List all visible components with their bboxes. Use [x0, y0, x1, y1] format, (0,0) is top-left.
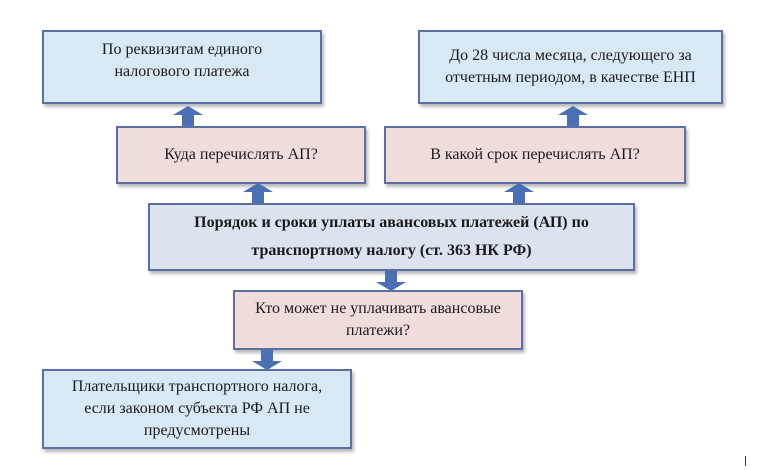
arrow-down-to-who-answer	[252, 350, 282, 370]
question-who-box: Кто может не уплачивать авансовые платеж…	[233, 290, 523, 350]
center-title-text: Порядок и сроки уплаты авансовых платеже…	[194, 214, 589, 259]
answer-where-box: По реквизитам единого налогового платежа	[42, 30, 322, 104]
question-where-text: Куда перечислять АП?	[164, 146, 318, 163]
question-who-text: Кто может не уплачивать авансовые платеж…	[255, 300, 501, 339]
answer-who-text: Плательщики транспортного налога, если з…	[71, 378, 323, 439]
arrow-up-to-where-answer	[173, 106, 203, 126]
question-when-text: В какой срок перечислять АП?	[430, 146, 640, 163]
center-title-box: Порядок и сроки уплаты авансовых платеже…	[148, 203, 635, 271]
arrow-up-to-when-question	[504, 183, 534, 203]
answer-when-text: До 28 числа месяца, следующего за отчетн…	[445, 47, 696, 86]
answer-where-text: По реквизитам единого налогового платежа	[101, 41, 263, 80]
answer-when-box: До 28 числа месяца, следующего за отчетн…	[418, 30, 723, 104]
arrow-up-to-when-answer	[558, 106, 588, 126]
question-when-box: В какой срок перечислять АП?	[384, 126, 686, 184]
corner-tick-mark	[745, 456, 746, 466]
arrow-up-to-where-question	[243, 183, 273, 203]
arrow-down-to-who-question	[376, 271, 406, 291]
question-where-box: Куда перечислять АП?	[116, 126, 366, 184]
answer-who-box: Плательщики транспортного налога, если з…	[42, 369, 352, 449]
